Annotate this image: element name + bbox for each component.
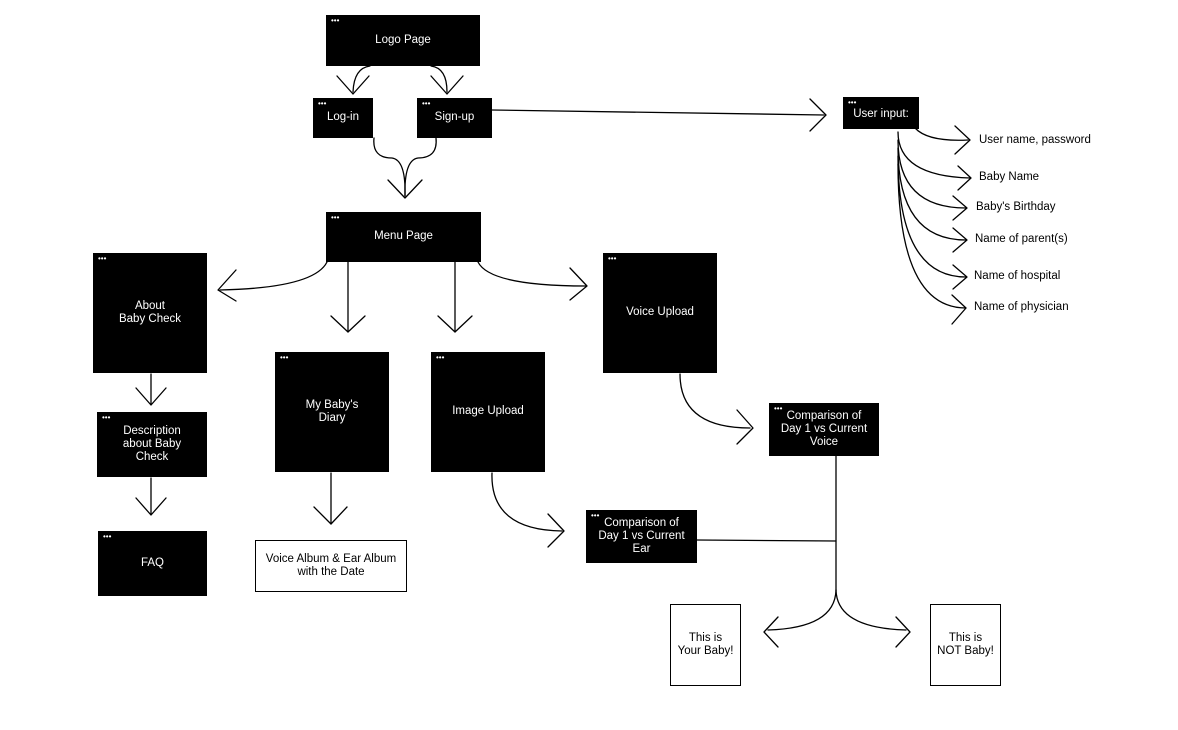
window-dots-icon: ••• [280,353,289,362]
window-dots-icon: ••• [436,353,445,362]
node-label: My Baby's Diary [305,398,359,424]
window-dots-icon: ••• [102,413,111,422]
node-signup[interactable]: ••• Sign-up [417,98,492,138]
node-label: About Baby Check [118,299,181,325]
window-dots-icon: ••• [848,98,857,107]
node-label: This is NOT Baby! [937,631,994,657]
node-label: This is Your Baby! [677,631,734,657]
connector-compare-voice-to-decision [763,455,911,648]
window-dots-icon: ••• [591,511,600,520]
user-field: User name, password [979,134,1091,146]
connector-description-to-faq [135,477,167,516]
node-label: User input: [853,108,909,121]
connector-menu-to-about [217,261,328,302]
node-album[interactable]: Voice Album & Ear Album with the Date [255,540,407,592]
node-voice-upload[interactable]: ••• Voice Upload [603,253,717,373]
node-about[interactable]: ••• About Baby Check [93,253,207,373]
connector-user-input-fields [897,125,972,325]
node-diary[interactable]: ••• My Baby's Diary [275,352,389,472]
node-label: FAQ [140,556,164,569]
node-user-input[interactable]: ••• User input: [843,97,919,129]
connector-menu-to-diary [330,261,366,333]
node-menu-page[interactable]: ••• Menu Page [326,212,481,262]
node-label: Image Upload [452,405,524,418]
node-label: Logo Page [375,33,431,46]
node-label: Description about Baby Check [122,424,182,464]
node-compare-voice[interactable]: ••• Comparison of Day 1 vs Current Voice [769,403,879,456]
window-dots-icon: ••• [422,99,431,108]
connector-compare-ear-to-decision [696,539,837,542]
user-field: Baby's Birthday [976,201,1056,213]
node-label: Voice Upload [626,306,694,319]
node-logo-page[interactable]: ••• Logo Page [326,15,480,66]
connector-voice-upload-to-compare-voice [679,373,754,445]
connector-menu-to-image-upload [437,261,473,333]
user-field: Baby Name [979,171,1040,183]
window-dots-icon: ••• [331,213,340,222]
window-dots-icon: ••• [103,532,112,541]
connector-diary-to-album [313,472,348,525]
node-label: Menu Page [374,230,433,243]
node-label: Voice Album & Ear Album with the Date [265,552,397,578]
window-dots-icon: ••• [608,254,617,263]
node-login[interactable]: ••• Log-in [313,98,373,138]
node-faq[interactable]: ••• FAQ [98,531,207,596]
connector-about-to-description [135,373,167,406]
node-label: Comparison of Day 1 vs Current Voice [780,409,868,449]
user-field: Name of parent(s) [975,233,1068,245]
node-not-baby[interactable]: This is NOT Baby! [930,604,1001,686]
node-image-upload[interactable]: ••• Image Upload [431,352,545,472]
window-dots-icon: ••• [331,16,340,25]
connector-logo-to-login-signup [336,65,464,95]
node-your-baby[interactable]: This is Your Baby! [670,604,741,686]
window-dots-icon: ••• [318,99,327,108]
window-dots-icon: ••• [774,404,783,413]
node-label: Comparison of Day 1 vs Current Ear [598,516,685,556]
node-label: Sign-up [434,111,475,124]
user-field: Name of physician [974,301,1069,313]
node-description[interactable]: ••• Description about Baby Check [97,412,207,477]
connector-menu-to-voice-upload [477,261,588,301]
connector-image-upload-to-compare-ear [491,472,565,548]
connector-signup-to-user-input [491,98,827,132]
node-label: Log-in [327,111,359,124]
window-dots-icon: ••• [98,254,107,263]
node-compare-ear[interactable]: ••• Comparison of Day 1 vs Current Ear [586,510,697,563]
connector-login-signup-merge [373,137,437,199]
user-field: Name of hospital [974,270,1061,282]
